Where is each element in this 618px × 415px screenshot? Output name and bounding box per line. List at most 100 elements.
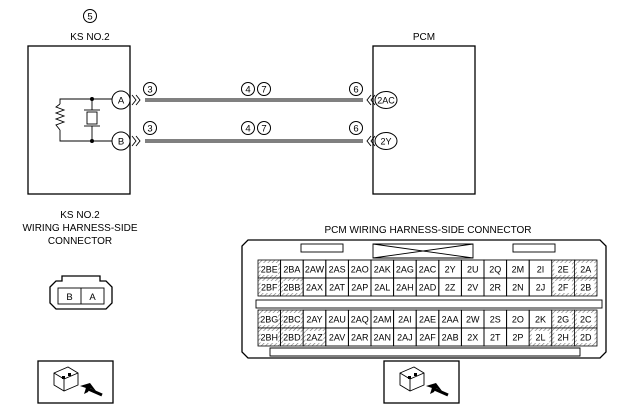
pcm-pin-label: 2H [557, 333, 569, 343]
pcm-pin-label: 2AR [351, 333, 369, 343]
pcm-pin-label: 2AV [329, 333, 345, 343]
sensor-element-symbol [86, 111, 98, 125]
pcm-pin-label: 2O [512, 315, 524, 325]
wire-bottom-right-callout: 6 [353, 124, 358, 135]
pcm-pin-top: 2AC [377, 96, 395, 106]
pcm-pin-label: 2N [512, 283, 524, 293]
pcm-pin-label: 2AE [419, 315, 436, 325]
pcm-pin-label: 2P [512, 333, 523, 343]
pcm-pin-label: 2AM [373, 315, 392, 325]
ks-internal-circuit [54, 97, 112, 143]
pcm-pin-label: 2AC [419, 265, 437, 275]
ks-connector-pin-1: B [66, 292, 72, 303]
pcm-pin-label: 2T [490, 333, 501, 343]
ks-top-connector-mark [131, 94, 141, 106]
wire-bottom-left-callout: 3 [147, 124, 152, 135]
probe-icon-left [37, 360, 114, 404]
pcm-pin-label: 2Z [445, 283, 456, 293]
wire-bottom-mid-callout-2: 7 [261, 124, 266, 135]
ks-pin-a-circle [111, 90, 131, 110]
ks-title: KS NO.2 [70, 32, 110, 43]
pcm-pin-label: 2AP [351, 283, 368, 293]
pcm-pin-label: 2BB [283, 283, 300, 293]
pcm-pin-label: 2AO [351, 265, 369, 275]
wire-top-mid-callout-1: 4 [245, 85, 250, 96]
pcm-pin-label: 2AW [305, 265, 325, 275]
pcm-pin-label: 2AF [419, 333, 436, 343]
ks-connector-label-2: WIRING HARNESS-SIDE [22, 223, 137, 234]
pcm-pin-label: 2U [467, 265, 479, 275]
pcm-pin-label: 2AK [374, 265, 391, 275]
pcm-pin-label: 2I [537, 265, 545, 275]
pcm-pin-label: 2BD [283, 333, 301, 343]
pcm-pin-label: 2L [535, 333, 545, 343]
pcm-pin-label: 2M [512, 265, 525, 275]
pcm-pin-label: 2S [490, 315, 501, 325]
pcm-pin-label: 2AX [306, 283, 323, 293]
wire-top-left-callout: 3 [147, 85, 152, 96]
pcm-pin-label: 2BC [283, 315, 301, 325]
wire-bottom: 3 4 7 6 [131, 121, 376, 147]
pcm-pin-label: 2Y [445, 265, 456, 275]
ks-connector-label-3: CONNECTOR [48, 236, 112, 247]
pcm-pin-label: 2A [580, 265, 591, 275]
wire-top-mid-callout-2: 7 [261, 85, 266, 96]
pcm-pin-label: 2AJ [397, 333, 413, 343]
pcm-pin-label: 2V [467, 283, 478, 293]
pcm-pin-label: 2R [490, 283, 502, 293]
pcm-bottom-connector-mark [366, 135, 376, 147]
pcm-pin-label: 2G [557, 315, 569, 325]
pcm-box [372, 45, 476, 195]
pcm-pin-label: 2AG [396, 265, 414, 275]
probe-icon-right [383, 360, 460, 404]
ks-pin-b: B [118, 137, 124, 148]
pcm-pin-label: 2AT [329, 283, 345, 293]
pcm-pin-label: 2BE [261, 265, 278, 275]
ks-connector-pin-2: A [89, 292, 96, 303]
pcm-pin-label: 2E [558, 265, 569, 275]
pcm-top-connector-mark [366, 94, 376, 106]
ks-pin-a: A [118, 96, 125, 107]
pcm-pin-label: 2AI [398, 315, 412, 325]
ks-callout: 5 [87, 12, 92, 23]
pcm-pin-label: 2BH [261, 333, 279, 343]
pcm-pin-label: 2AB [442, 333, 459, 343]
ks-connector-label-1: KS NO.2 [60, 210, 100, 221]
ks-harness-connector: KS NO.2 WIRING HARNESS-SIDE CONNECTOR B … [22, 210, 138, 310]
pcm-block: PCM 2AC 2Y [372, 32, 476, 195]
pcm-pin-label: 2BA [283, 265, 300, 275]
pcm-pin-label: 2X [467, 333, 478, 343]
pcm-pin-label: 2AY [306, 315, 322, 325]
pcm-title: PCM [413, 32, 435, 43]
pcm-pin-top-circle [374, 91, 398, 109]
pcm-pin-label: 2B [580, 283, 591, 293]
pcm-pin-label: 2J [536, 283, 546, 293]
pcm-pin-label: 2AU [328, 315, 346, 325]
ks-bottom-connector-mark [131, 135, 141, 147]
pcm-pin-label: 2K [535, 315, 546, 325]
pcm-pin-bottom: 2Y [380, 137, 391, 147]
wire-top-right-callout: 6 [353, 85, 358, 96]
ks-callout-circle [83, 9, 97, 23]
ks-box [27, 45, 131, 195]
pcm-pin-label: 2AN [374, 333, 392, 343]
pcm-connector-housing [241, 239, 607, 359]
pcm-pin-label: 2W [466, 315, 480, 325]
pcm-pin-bottom-circle [374, 132, 398, 150]
wire-top: 3 4 7 6 [131, 82, 376, 106]
ks-sensor-block: 5 KS NO.2 A B [27, 9, 131, 195]
pcm-pin-label: 2Q [489, 265, 501, 275]
pcm-pin-label: 2D [580, 333, 592, 343]
pcm-pin-label: 2AQ [351, 315, 369, 325]
pcm-pin-label: 2AH [396, 283, 414, 293]
resistor-symbol [54, 103, 66, 131]
pcm-pin-label: 2F [558, 283, 569, 293]
pcm-pin-label: 2AS [329, 265, 346, 275]
ks-pin-b-circle [111, 131, 131, 151]
pcm-pin-label: 2AD [419, 283, 437, 293]
pcm-connector-label: PCM WIRING HARNESS-SIDE CONNECTOR [324, 225, 531, 236]
pcm-connector-pin-grid: 2BE 2BA 2AW 2AS 2AO 2AK 2AG 2AC 2Y 2U 2Q 2M 2I 2E 2A 2B… [257, 259, 598, 347]
pcm-pin-label: 2AZ [306, 333, 323, 343]
pcm-pin-label: 2BF [261, 283, 278, 293]
